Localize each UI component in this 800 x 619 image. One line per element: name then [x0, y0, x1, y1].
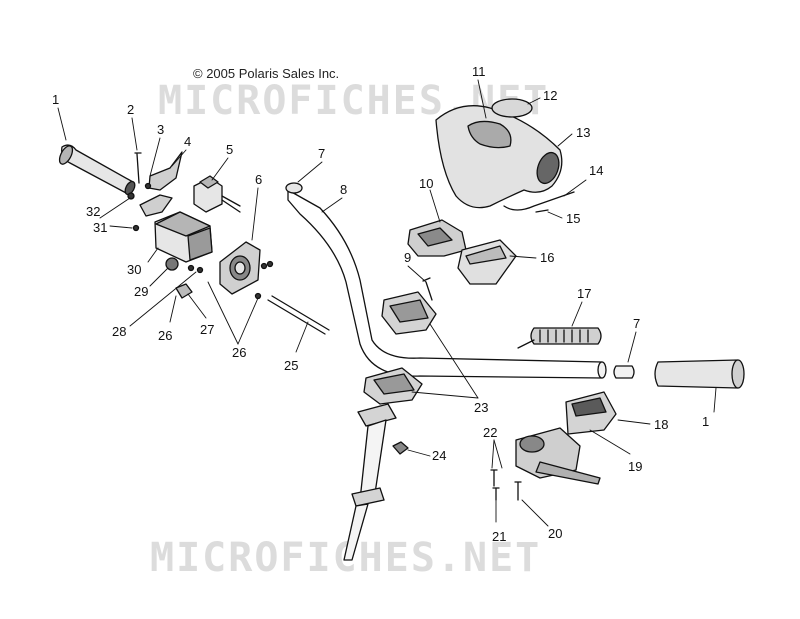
callout: 5 [226, 142, 233, 157]
bracket-lower [139, 194, 173, 217]
cover-10 [407, 219, 467, 257]
callout: 29 [134, 284, 148, 299]
bracket-4 [148, 151, 183, 191]
decal-12 [491, 98, 533, 118]
callout: 30 [127, 262, 141, 277]
bolt-9 [422, 277, 433, 301]
callout: 15 [566, 211, 580, 226]
copyright-text: © 2005 Polaris Sales Inc. [193, 66, 340, 81]
callout: 14 [589, 163, 603, 178]
screw-15 [535, 209, 549, 213]
callout: 12 [543, 88, 557, 103]
callout: 23 [474, 400, 488, 415]
callout: 20 [548, 526, 562, 541]
callout: 1 [702, 414, 709, 429]
callout: 6 [255, 172, 262, 187]
callout: 3 [157, 122, 164, 137]
callout: 7 [633, 316, 640, 331]
callout: 21 [492, 529, 506, 544]
handlebar [285, 182, 607, 379]
callout: 24 [432, 448, 446, 463]
callout-labels: 1 2 3 4 5 6 7 8 9 10 11 12 13 14 15 16 1… [52, 64, 709, 544]
handlebar-pod-13 [435, 105, 563, 209]
callout: 28 [112, 324, 126, 339]
cable-25 [267, 295, 330, 335]
steering-post [343, 403, 397, 561]
callout: 10 [419, 176, 433, 191]
clamp-upper [381, 291, 437, 335]
callout: 2 [127, 102, 134, 117]
right-grip [654, 359, 745, 389]
callout: 26 [232, 345, 246, 360]
part-27 [175, 283, 193, 299]
throttle-cover-18 [565, 391, 617, 435]
callout: 31 [93, 220, 107, 235]
left-grip [58, 144, 136, 196]
callout: 4 [184, 134, 191, 149]
callout: 11 [472, 64, 486, 79]
wire-14 [503, 191, 575, 211]
callout: 19 [628, 459, 642, 474]
part-29 [165, 257, 179, 271]
clamp-lower [363, 367, 423, 405]
switch-5 [193, 175, 241, 213]
callout: 8 [340, 182, 347, 197]
callout: 25 [284, 358, 298, 373]
callout: 13 [576, 125, 590, 140]
washer-32 [127, 192, 135, 200]
callout: 1 [52, 92, 59, 107]
callout: 17 [577, 286, 591, 301]
nut-24 [392, 441, 409, 455]
callout: 26 [158, 328, 172, 343]
callout: 9 [404, 250, 411, 265]
callout: 32 [86, 204, 100, 219]
screw-2 [134, 152, 142, 184]
bar-end-7 [285, 182, 303, 194]
heated-grip-17 [517, 327, 602, 349]
callout: 27 [200, 322, 214, 337]
callout: 16 [540, 250, 554, 265]
bar-end-7-right [613, 365, 635, 379]
switch-housing-6 [219, 241, 261, 295]
cover-16 [457, 239, 517, 285]
callout: 7 [318, 146, 325, 161]
housing-30 [154, 211, 213, 263]
callout: 22 [483, 425, 497, 440]
nut-31 [132, 224, 140, 232]
throttle-block-19 [515, 427, 601, 485]
callout: 18 [654, 417, 668, 432]
